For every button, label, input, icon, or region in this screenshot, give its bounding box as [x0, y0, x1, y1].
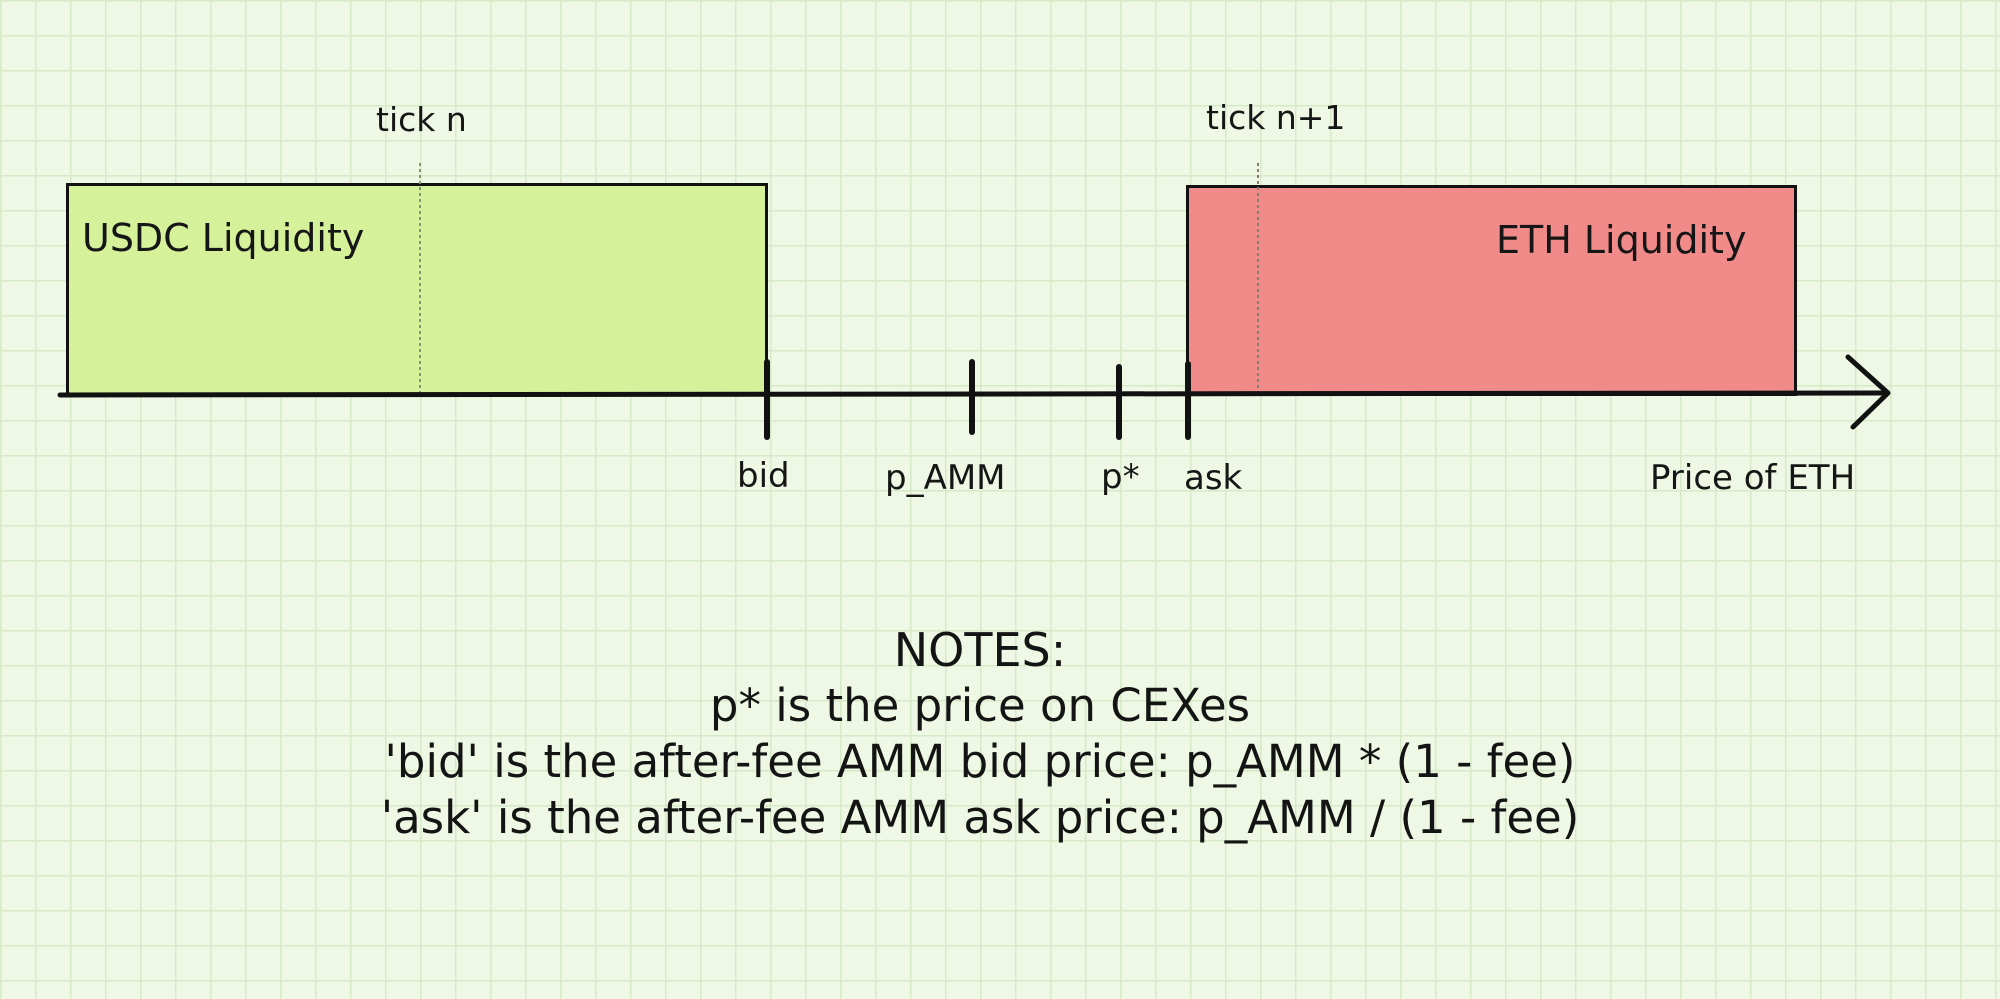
tick-n1-label: tick n+1 — [1206, 98, 1346, 137]
note-line-bid: 'bid' is the after-fee AMM bid price: p_… — [384, 735, 1576, 788]
bid-label: bid — [737, 456, 790, 496]
notes-title: NOTES: — [893, 623, 1067, 677]
p-star-label: p* — [1101, 457, 1140, 497]
usdc-liquidity-label: USDC Liquidity — [82, 216, 365, 260]
axis-arrowhead — [1845, 354, 1891, 430]
note-line-p-star: p* is the price on CEXes — [709, 679, 1251, 732]
usdc-liquidity-region — [66, 183, 768, 396]
axis-title: Price of ETH — [1650, 458, 1856, 498]
p-amm-label: p_AMM — [885, 458, 1006, 498]
eth-liquidity-region — [1186, 185, 1797, 396]
tick-n-label: tick n — [376, 100, 467, 139]
notes-section: NOTES: p* is the price on CEXes 'bid' is… — [200, 622, 1760, 846]
note-line-ask: 'ask' is the after-fee AMM ask price: p_… — [380, 791, 1580, 844]
ask-label: ask — [1184, 458, 1243, 498]
eth-liquidity-label: ETH Liquidity — [1496, 218, 1747, 262]
